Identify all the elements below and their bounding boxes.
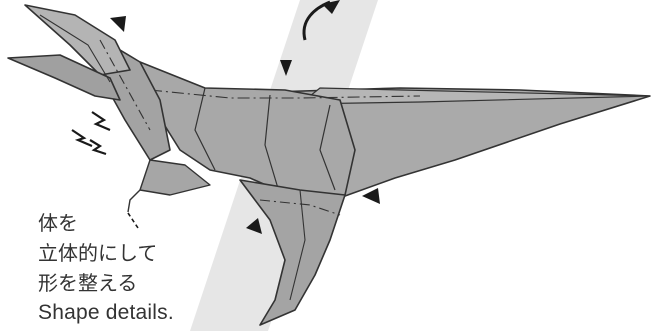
caption-jp-line2: 立体的にして (38, 238, 174, 268)
caption-jp-line1: 体を (38, 208, 174, 238)
motion-lines-icon (72, 112, 110, 154)
caption-block: 体を 立体的にして 形を整える Shape details. (38, 208, 174, 328)
caption-jp-line3: 形を整える (38, 268, 174, 298)
dinosaur-arm (140, 160, 210, 195)
caption-en: Shape details. (38, 298, 174, 328)
